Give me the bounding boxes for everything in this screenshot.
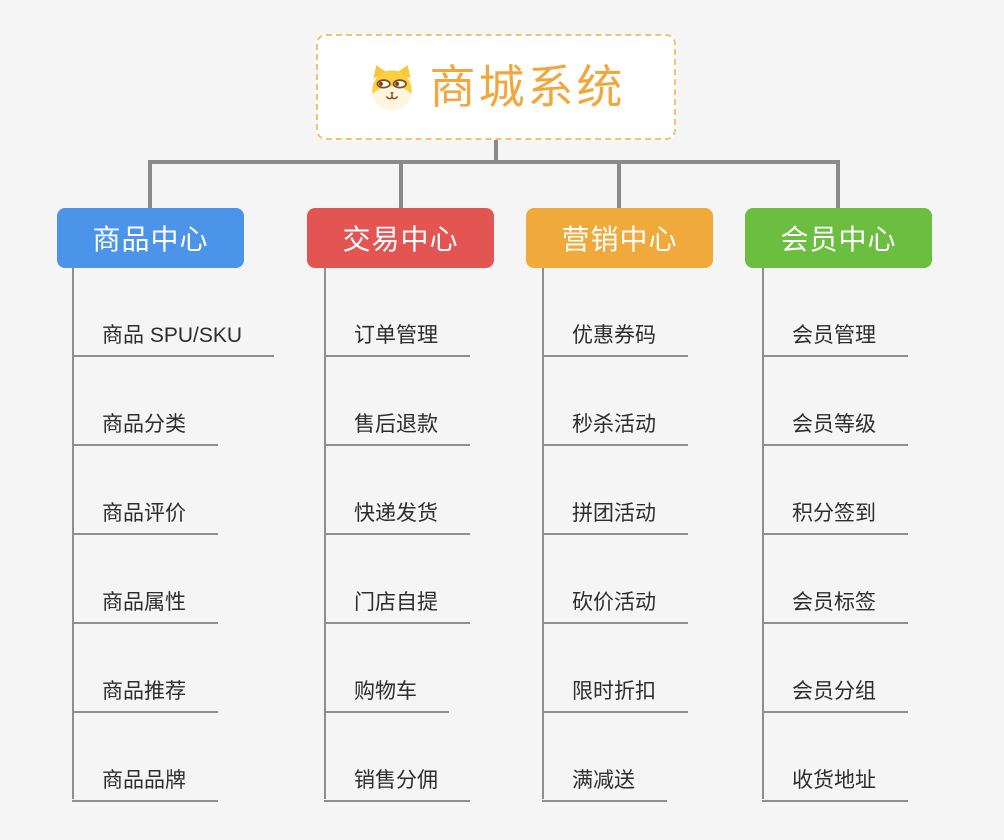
leaf-label: 积分签到 (762, 503, 908, 535)
dog-face-icon (367, 64, 417, 110)
page-title: 商城系统 (429, 61, 626, 113)
leaf-node[interactable]: 售后退款 (324, 357, 470, 446)
connector-drop (148, 160, 152, 208)
connector-spine (542, 268, 544, 799)
leaf-label: 收货地址 (762, 770, 908, 802)
leaf-node[interactable]: 商品评价 (72, 446, 274, 535)
leaf-node[interactable]: 会员分组 (762, 624, 908, 713)
leaf-node[interactable]: 收货地址 (762, 713, 908, 802)
leaf-label: 会员管理 (762, 325, 908, 357)
branch-node-product-center[interactable]: 商品中心 (57, 208, 244, 268)
leaf-label: 会员等级 (762, 414, 908, 446)
leaf-label: 售后退款 (324, 414, 470, 446)
leaf-node[interactable]: 商品属性 (72, 535, 274, 624)
leaf-label: 门店自提 (324, 592, 470, 624)
leaf-label: 商品 SPU/SKU (72, 325, 275, 357)
leaf-label: 商品评价 (72, 503, 218, 535)
leaf-label: 优惠券码 (542, 325, 688, 357)
branch-children-trade-center: 订单管理 售后退款 快递发货 门店自提 购物车 销售分佣 (324, 268, 470, 802)
branch-children-product-center: 商品 SPU/SKU 商品分类 商品评价 商品属性 商品推荐 商品品牌 (72, 268, 275, 802)
leaf-node[interactable]: 购物车 (324, 624, 470, 713)
leaf-node[interactable]: 商品品牌 (72, 713, 274, 802)
leaf-node[interactable]: 拼团活动 (542, 446, 688, 535)
leaf-label: 限时折扣 (542, 681, 688, 713)
leaf-node[interactable]: 优惠券码 (542, 268, 688, 357)
leaf-node[interactable]: 商品 SPU/SKU (72, 268, 275, 357)
branch-node-marketing-center[interactable]: 营销中心 (526, 208, 713, 268)
leaf-label: 快递发货 (324, 503, 470, 535)
leaf-node[interactable]: 砍价活动 (542, 535, 688, 624)
connector-drop (617, 160, 621, 208)
leaf-node[interactable]: 秒杀活动 (542, 357, 688, 446)
leaf-label: 购物车 (324, 681, 449, 713)
leaf-node[interactable]: 商品推荐 (72, 624, 274, 713)
leaf-node[interactable]: 快递发货 (324, 446, 470, 535)
leaf-node[interactable]: 销售分佣 (324, 713, 470, 802)
leaf-node[interactable]: 商品分类 (72, 357, 274, 446)
connector-spine (324, 268, 326, 799)
leaf-label: 会员分组 (762, 681, 908, 713)
connector-drop (836, 160, 840, 208)
leaf-label: 商品品牌 (72, 770, 218, 802)
branch-children-member-center: 会员管理 会员等级 积分签到 会员标签 会员分组 收货地址 (762, 268, 908, 802)
leaf-node[interactable]: 积分签到 (762, 446, 908, 535)
leaf-node[interactable]: 门店自提 (324, 535, 470, 624)
leaf-node[interactable]: 会员标签 (762, 535, 908, 624)
leaf-label: 拼团活动 (542, 503, 688, 535)
connector-drop (399, 160, 403, 208)
root-node-mall-system[interactable]: 商城系统 (316, 34, 676, 140)
branch-node-trade-center[interactable]: 交易中心 (307, 208, 494, 268)
connector-root-stub (494, 140, 498, 164)
leaf-label: 商品推荐 (72, 681, 218, 713)
leaf-label: 秒杀活动 (542, 414, 688, 446)
leaf-label: 商品分类 (72, 414, 218, 446)
leaf-node[interactable]: 会员等级 (762, 357, 908, 446)
branch-node-member-center[interactable]: 会员中心 (745, 208, 932, 268)
leaf-label: 砍价活动 (542, 592, 688, 624)
branch-children-marketing-center: 优惠券码 秒杀活动 拼团活动 砍价活动 限时折扣 满减送 (542, 268, 688, 802)
connector-spine (762, 268, 764, 799)
leaf-node[interactable]: 会员管理 (762, 268, 908, 357)
leaf-node[interactable]: 满减送 (542, 713, 688, 802)
leaf-label: 销售分佣 (324, 770, 470, 802)
leaf-label: 会员标签 (762, 592, 908, 624)
leaf-label: 满减送 (542, 770, 667, 802)
leaf-node[interactable]: 限时折扣 (542, 624, 688, 713)
leaf-label: 订单管理 (324, 325, 470, 357)
leaf-label: 商品属性 (72, 592, 218, 624)
connector-horizontal (148, 160, 840, 164)
connector-spine (72, 268, 74, 799)
leaf-node[interactable]: 订单管理 (324, 268, 470, 357)
